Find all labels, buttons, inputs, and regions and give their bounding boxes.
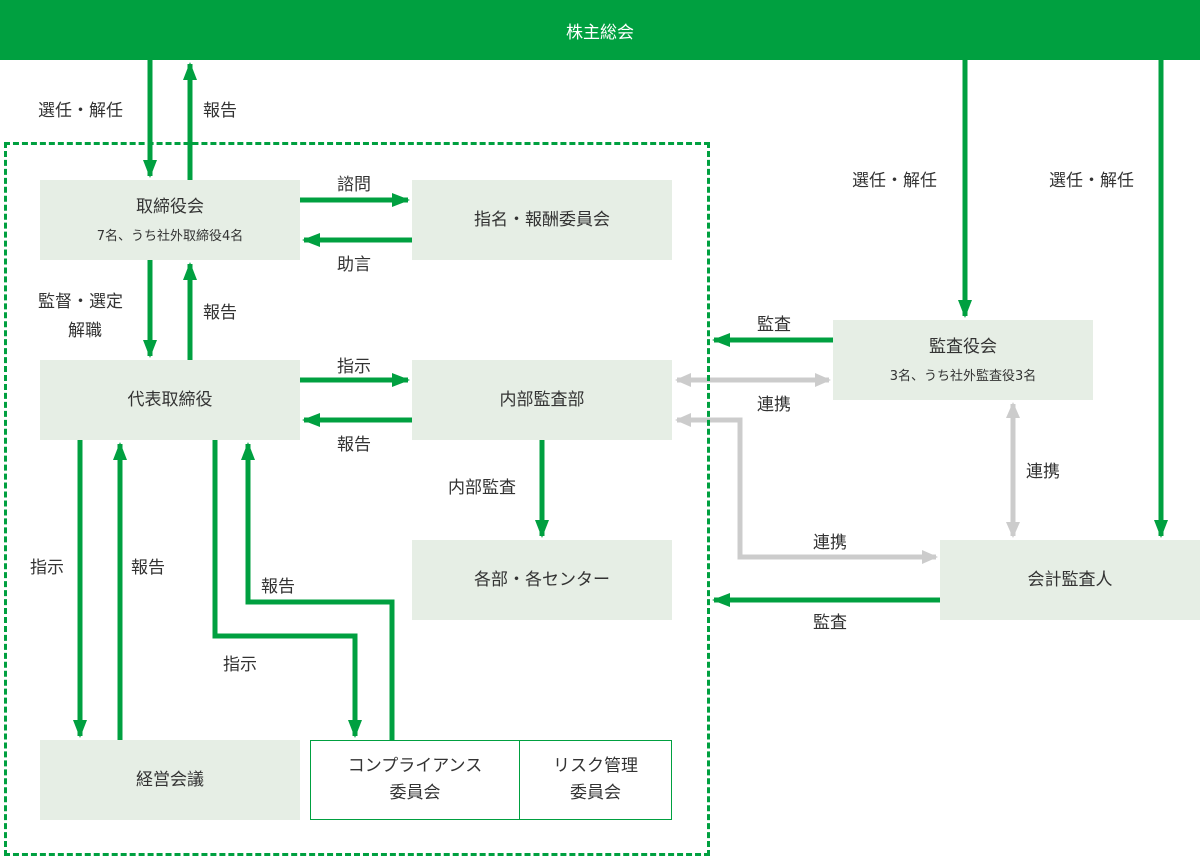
label-cooperation-auditors: 連携 bbox=[1026, 462, 1060, 482]
label-advice: 助言 bbox=[337, 255, 371, 275]
internal-audit-dept-box: 内部監査部 bbox=[412, 360, 672, 440]
label-report-from-internal-audit: 報告 bbox=[337, 435, 371, 455]
internal-audit-title: 内部監査部 bbox=[499, 389, 585, 410]
audit-board-subtitle: 3名、うち社外監査役3名 bbox=[889, 368, 1037, 384]
compliance-committee-box: コンプライアンス 委員会 bbox=[310, 740, 520, 820]
arrow-ceo-to-compliance bbox=[212, 440, 362, 738]
label-instruct-internal-audit: 指示 bbox=[337, 357, 371, 377]
risk-line1: リスク管理 bbox=[553, 755, 638, 776]
board-subtitle: 7名、うち社外取締役4名 bbox=[96, 228, 244, 244]
management-council-title: 経営会議 bbox=[136, 769, 204, 790]
accounting-auditor-box: 会計監査人 bbox=[940, 540, 1200, 620]
departments-title: 各部・各センター bbox=[474, 569, 610, 590]
label-elect-dismiss-accounting-auditor: 選任・解任 bbox=[1049, 171, 1134, 191]
compliance-line2: 委員会 bbox=[389, 783, 441, 803]
shareholders-meeting: 株主総会 bbox=[0, 0, 1200, 60]
arrow-coop-internal-audit-accounting-auditor bbox=[675, 413, 938, 564]
shareholders-meeting-label: 株主総会 bbox=[566, 22, 634, 43]
label-report-to-board: 報告 bbox=[203, 303, 237, 323]
management-council-box: 経営会議 bbox=[40, 740, 300, 820]
accounting-auditor-title: 会計監査人 bbox=[1027, 569, 1113, 590]
label-dismiss: 解職 bbox=[68, 321, 102, 341]
label-instruct-compliance: 指示 bbox=[223, 655, 257, 675]
board-title: 取締役会 bbox=[136, 197, 204, 218]
company-boundary bbox=[4, 142, 710, 856]
label-cooperation-internal-audit: 連携 bbox=[757, 395, 791, 415]
label-report-from-council: 報告 bbox=[131, 558, 165, 578]
label-audit-by-accounting-auditor: 監査 bbox=[813, 613, 847, 633]
departments-centers-box: 各部・各センター bbox=[412, 540, 672, 620]
nomination-title: 指名・報酬委員会 bbox=[474, 209, 610, 230]
label-cooperation-accounting: 連携 bbox=[813, 533, 847, 553]
ceo-title: 代表取締役 bbox=[127, 389, 213, 410]
board-of-directors-box: 取締役会 7名、うち社外取締役4名 bbox=[40, 180, 300, 260]
nomination-compensation-committee-box: 指名・報酬委員会 bbox=[412, 180, 672, 260]
label-report-to-shareholders: 報告 bbox=[203, 101, 237, 121]
label-report-from-compliance: 報告 bbox=[261, 577, 295, 597]
label-elect-dismiss-board: 選任・解任 bbox=[38, 101, 123, 121]
label-audit-by-audit-board: 監査 bbox=[757, 315, 791, 335]
compliance-line1: コンプライアンス bbox=[347, 755, 483, 776]
label-supervise-select: 監督・選定 bbox=[38, 292, 123, 312]
label-consult: 諮問 bbox=[337, 175, 371, 195]
label-instruct-council: 指示 bbox=[30, 558, 64, 578]
label-internal-audit: 内部監査 bbox=[448, 478, 516, 498]
audit-and-supervisory-board-box: 監査役会 3名、うち社外監査役3名 bbox=[833, 320, 1093, 400]
label-elect-dismiss-audit-board: 選任・解任 bbox=[852, 171, 937, 191]
risk-line2: 委員会 bbox=[570, 783, 621, 803]
arrow-compliance-to-ceo bbox=[241, 442, 395, 740]
audit-board-title: 監査役会 bbox=[929, 337, 997, 358]
representative-director-box: 代表取締役 bbox=[40, 360, 300, 440]
risk-management-committee-box: リスク管理 委員会 bbox=[519, 740, 672, 820]
